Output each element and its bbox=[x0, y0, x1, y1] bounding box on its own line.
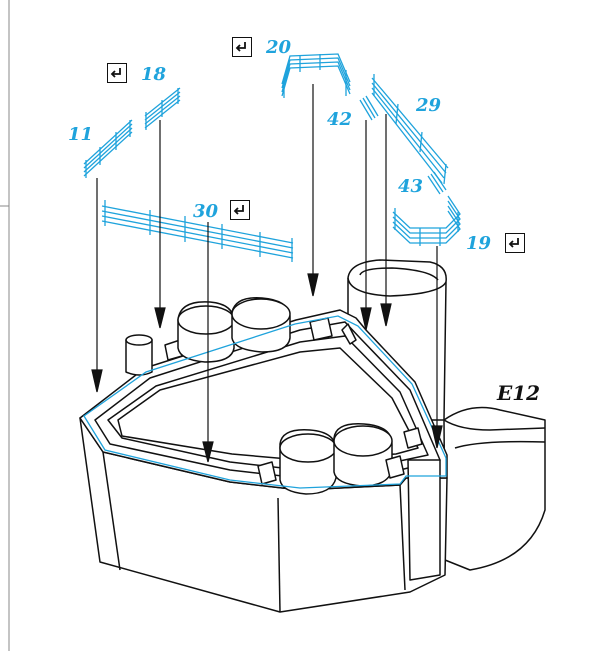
turn-over-icon bbox=[232, 37, 252, 57]
part-label-42: 42 bbox=[327, 109, 353, 130]
fitted-rail-outline bbox=[83, 315, 447, 489]
turn-over-icon bbox=[107, 63, 127, 83]
base-structure bbox=[79, 259, 546, 613]
turn-over-icon bbox=[505, 233, 525, 253]
part-label-11: 11 bbox=[68, 124, 94, 145]
railing-part-43 bbox=[427, 171, 447, 195]
part-label-20: 20 bbox=[266, 37, 292, 58]
railing-part-20 bbox=[281, 53, 351, 98]
railing-part-30 bbox=[101, 200, 294, 262]
part-label-29: 29 bbox=[416, 95, 442, 116]
railing-parts bbox=[83, 53, 461, 262]
part-label-43: 43 bbox=[398, 176, 424, 197]
step-label: E12 bbox=[497, 381, 541, 405]
part-label-18: 18 bbox=[141, 64, 167, 85]
railing-part-19 bbox=[392, 195, 461, 246]
railing-part-29 bbox=[371, 74, 449, 185]
turn-over-icon bbox=[230, 200, 250, 220]
railing-part-11 bbox=[83, 119, 133, 178]
railing-part-42 bbox=[359, 95, 379, 121]
assembly-arrows bbox=[91, 84, 443, 463]
part-label-30: 30 bbox=[193, 201, 219, 222]
railing-part-18 bbox=[144, 87, 181, 130]
part-label-19: 19 bbox=[466, 233, 492, 254]
